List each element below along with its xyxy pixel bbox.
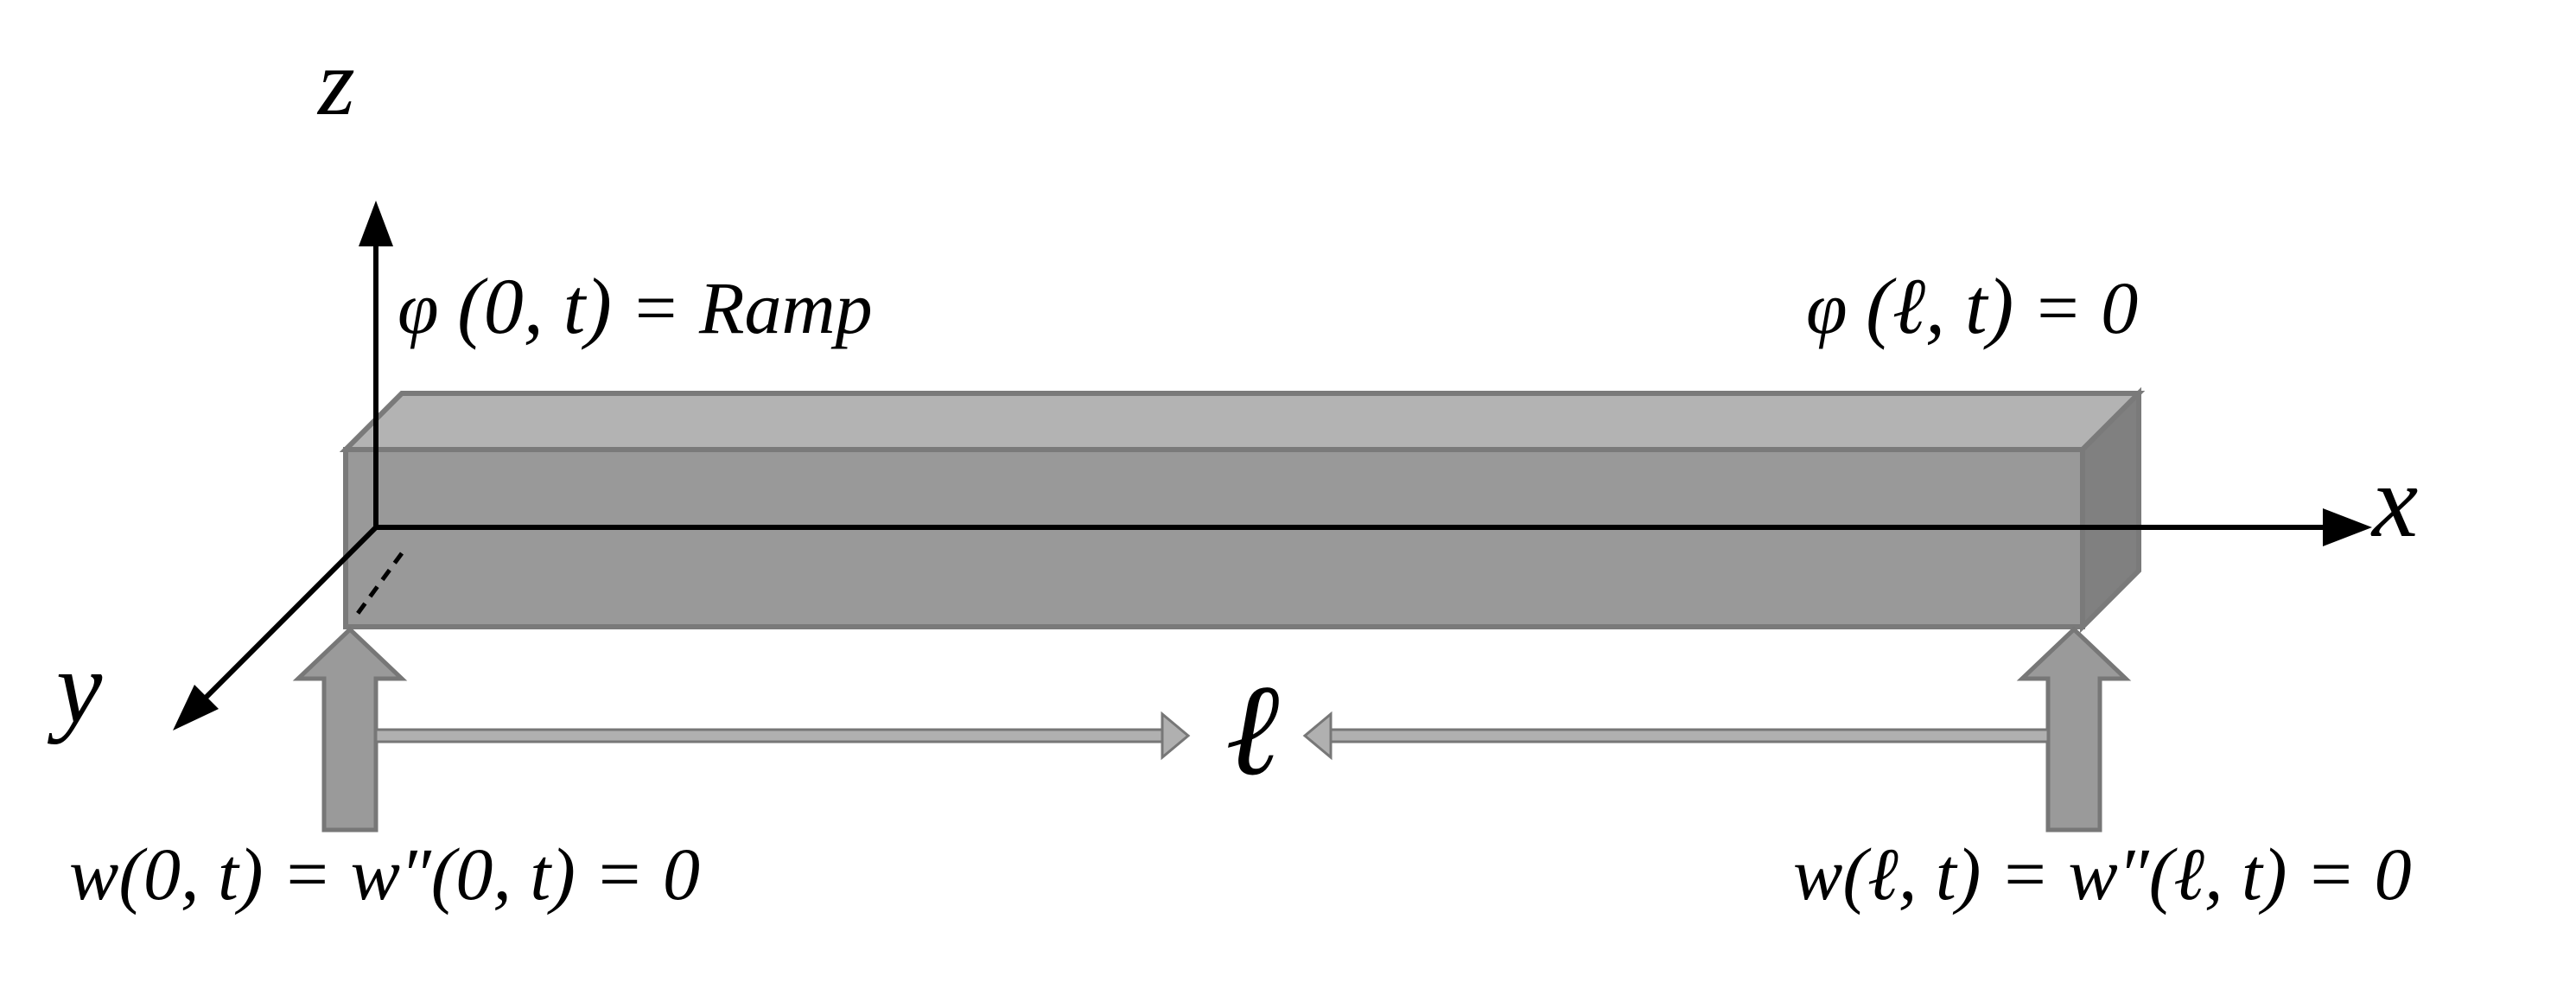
- twist-bc-right-args: (ℓ, t): [1866, 262, 2013, 350]
- twist-bc-left-rhs: = Ramp: [630, 266, 872, 349]
- twist-bc-right-symbol: φ: [1806, 266, 1848, 349]
- hidden-edge: [352, 552, 404, 620]
- twist-bc-right-rhs: = 0: [2032, 266, 2139, 349]
- right-support-arrow: [2016, 626, 2132, 833]
- left-support-arrow: [292, 626, 408, 833]
- twist-bc-right: φ (ℓ, t) = 0: [1806, 262, 2138, 350]
- length-arrow-left-shaft: [374, 728, 1181, 743]
- length-symbol: ℓ: [1225, 659, 1279, 802]
- z-axis-arrowhead: [359, 201, 393, 246]
- twist-bc-left: φ (0, t) = Ramp: [398, 262, 873, 350]
- z-axis-label: z: [316, 29, 355, 135]
- beam-front-face: [343, 447, 2085, 629]
- length-arrow-right-head: [1302, 711, 1333, 761]
- x-axis-label: x: [2370, 443, 2418, 558]
- x-axis-arrowhead: [2323, 508, 2372, 546]
- y-axis: [192, 525, 378, 711]
- twist-bc-left-args: (0, t): [457, 262, 612, 350]
- beam-top-face: [339, 391, 2146, 452]
- deflection-bc-right: w(ℓ, t) = w″(ℓ, t) = 0: [1793, 833, 2412, 916]
- length-arrow-right-shaft: [1329, 728, 2050, 743]
- length-arrow-left-head: [1161, 711, 1191, 761]
- twist-bc-left-symbol: φ: [398, 266, 439, 349]
- y-axis-label: y: [47, 629, 103, 744]
- deflection-bc-left: w(0, t) = w″(0, t) = 0: [69, 833, 700, 916]
- y-axis-arrowhead: [173, 685, 219, 731]
